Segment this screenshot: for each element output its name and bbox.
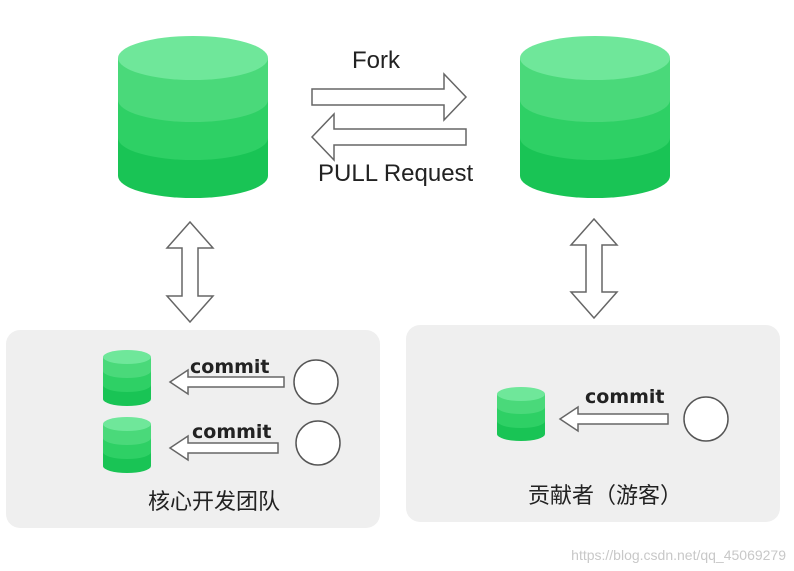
local-repo-2-database-icon [103, 417, 151, 473]
developer-1-icon [293, 359, 339, 405]
left-sync-arrow-icon [165, 220, 215, 324]
commit-label-1: commit [190, 356, 270, 378]
commit-arrow-3-icon [558, 405, 669, 433]
fork-arrow-icon [311, 72, 468, 122]
local-repo-1-database-icon [103, 350, 151, 406]
commit-label-2: commit [192, 421, 272, 443]
core-team-label: 核心开发团队 [148, 490, 281, 515]
right-sync-arrow-icon [569, 217, 619, 320]
contributor-repo-database-icon [497, 387, 545, 441]
contributor-label: 贡献者（游客） [528, 484, 683, 509]
pull-request-label: PULL Request [318, 160, 474, 187]
pull-request-arrow-icon [310, 112, 467, 162]
upstream-repo-database-icon [118, 36, 268, 198]
fork-label: Fork [352, 47, 400, 74]
commit-arrow-2-icon [168, 434, 279, 462]
forked-repo-database-icon [520, 36, 670, 198]
commit-label-3: commit [585, 386, 665, 408]
contributor-icon [683, 396, 729, 442]
commit-arrow-1-icon [168, 368, 285, 396]
developer-2-icon [295, 420, 341, 466]
watermark-url: https://blog.csdn.net/qq_45069279 [571, 547, 786, 563]
